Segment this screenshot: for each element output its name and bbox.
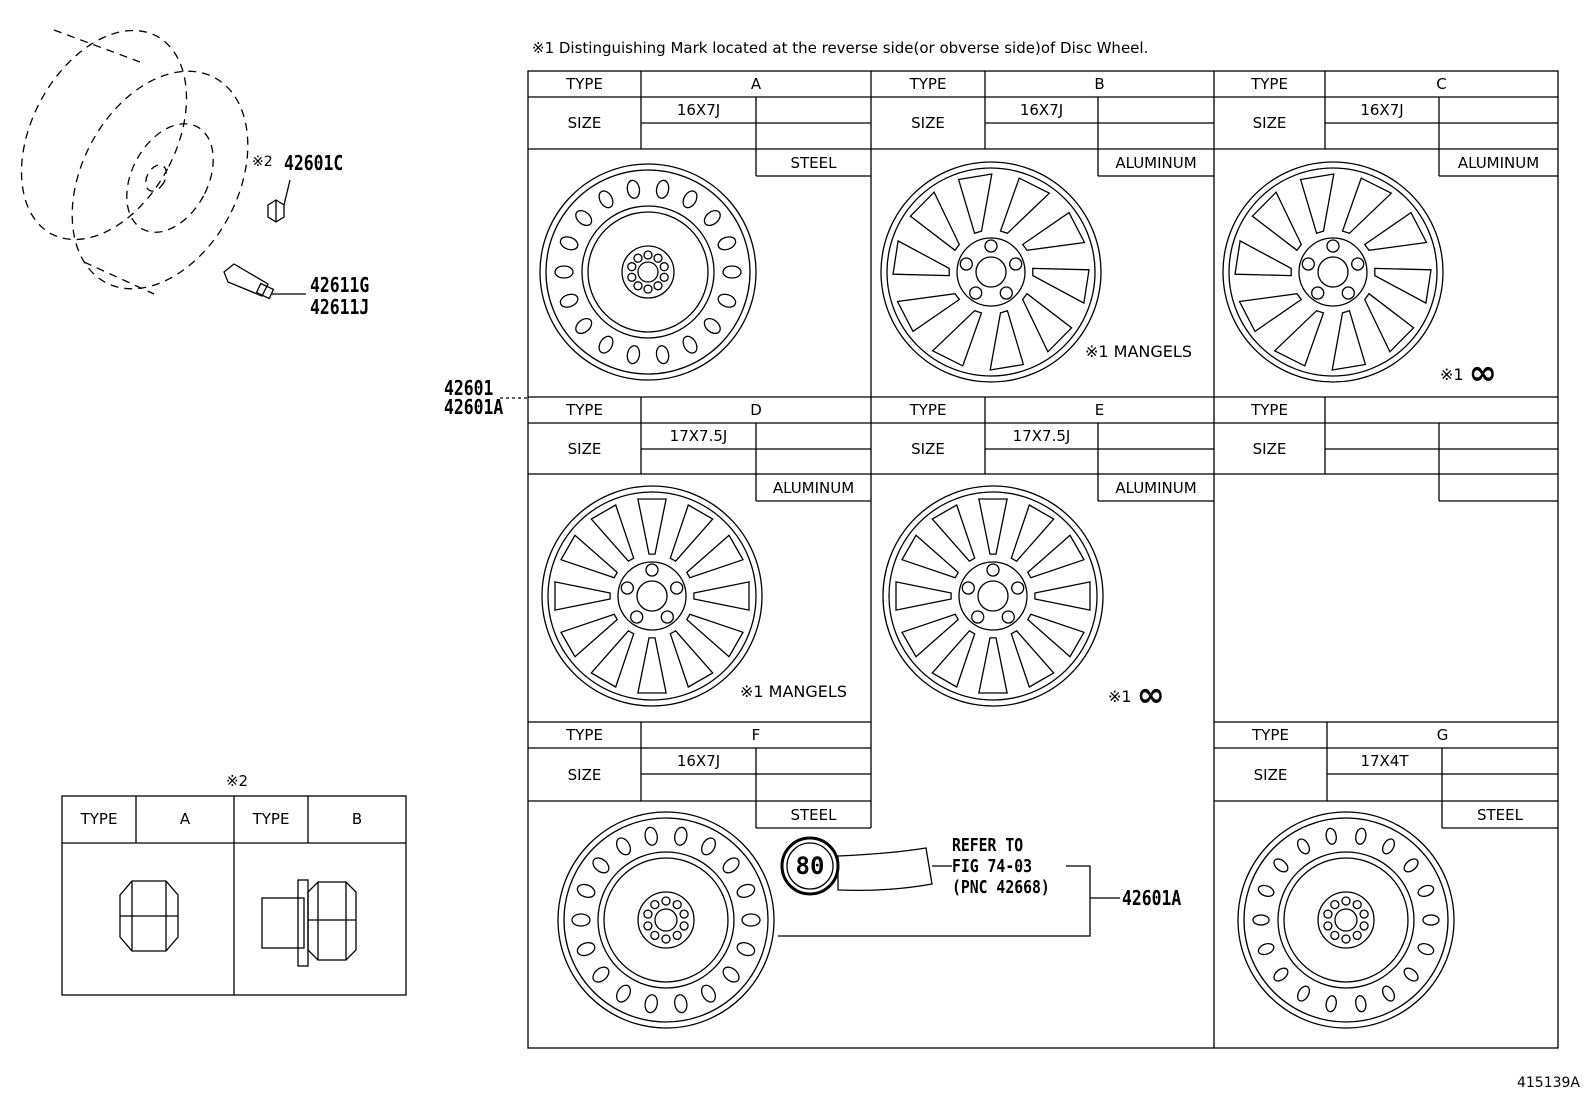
- nut-type-label-b: TYPE: [252, 810, 290, 828]
- exploded-wheel-drawing: [20, 29, 249, 295]
- wheel-type-g: G: [1436, 726, 1449, 744]
- wheel-type-f: F: [751, 726, 761, 744]
- wheel-size-f: 16X7J: [676, 752, 721, 770]
- wheel-type-c: C: [1436, 75, 1447, 93]
- distinguishing-mark-note: ※1 Distinguishing Mark located at the re…: [532, 39, 1149, 57]
- wheel-c-drawing: [1222, 161, 1444, 383]
- wheel-d-drawing: [541, 485, 763, 707]
- diagram-id: 415139A: [1516, 1075, 1580, 1091]
- type-label-d: TYPE: [566, 401, 603, 419]
- part-42601-label[interactable]: 42601: [444, 376, 494, 400]
- wheel-size-b: 16X7J: [1019, 101, 1064, 119]
- lug-nut-small-drawing: [267, 179, 291, 223]
- distinguishing-mark-e: ※1 ∞: [1108, 675, 1165, 715]
- nut-type-value-a: A: [179, 810, 191, 828]
- type-label-e: TYPE: [909, 401, 947, 419]
- wheel-material-c: ALUMINUM: [1457, 153, 1540, 172]
- wheel-material-e: ALUMINUM: [1115, 478, 1197, 497]
- nut-table-ref: ※2: [225, 772, 249, 790]
- wheel-type-d: D: [750, 401, 762, 419]
- row3-headers: [528, 721, 1558, 1048]
- wheel-b-drawing: [880, 161, 1102, 383]
- refer-to-label: REFER TO: [952, 835, 1024, 856]
- type-label-b: TYPE: [909, 75, 947, 93]
- wheel-material-d: ALUMINUM: [772, 478, 855, 497]
- type-label-c: TYPE: [1251, 75, 1288, 93]
- speed-limit-sign: 80: [795, 852, 825, 880]
- type-label-g: TYPE: [1252, 726, 1289, 744]
- size-label-c: SIZE: [1252, 114, 1287, 132]
- part-42611j-label[interactable]: 42611J: [310, 295, 370, 319]
- part-42601c-label[interactable]: 42601C: [284, 151, 344, 175]
- wheel-g-drawing: [1237, 811, 1455, 1029]
- row2-headers: [528, 396, 1558, 502]
- wheel-size-c: 16X7J: [1360, 101, 1404, 119]
- size-label-a: SIZE: [567, 114, 602, 132]
- distinguishing-mark-c: ※1 ∞: [1440, 353, 1497, 393]
- size-label-b: SIZE: [911, 114, 945, 132]
- wheel-material-a: STEEL: [790, 153, 837, 172]
- nut-type-label-a: TYPE: [80, 810, 118, 828]
- wheel-type-e: E: [1094, 401, 1105, 419]
- wheel-type-a: A: [750, 75, 762, 93]
- wheel-material-b: ALUMINUM: [1115, 153, 1197, 172]
- distinguishing-mark-b: ※1 MANGELS: [1085, 342, 1192, 361]
- size-label-d: SIZE: [567, 439, 602, 458]
- wheel-a-drawing: [539, 163, 757, 381]
- wheel-e-drawing: [882, 485, 1104, 707]
- nut-table-drawing: [61, 795, 407, 996]
- valve-stem-drawing: [223, 263, 306, 300]
- wheel-type-b: B: [1094, 75, 1105, 93]
- size-label-f: SIZE: [567, 765, 602, 784]
- type-label-blank: TYPE: [1251, 401, 1288, 419]
- part-42611g-label[interactable]: 42611G: [310, 273, 370, 297]
- type-label-a: TYPE: [566, 75, 603, 93]
- nut-ref-mark: ※2: [252, 154, 273, 170]
- distinguishing-mark-d: ※1 MANGELS: [740, 682, 847, 701]
- refer-pnc-label: (PNC 42668): [952, 877, 1050, 898]
- wheel-f-drawing: [557, 811, 775, 1029]
- spare-part-42601a-label[interactable]: 42601A: [1122, 886, 1182, 910]
- wheel-size-e: 17X7.5J: [1012, 427, 1071, 445]
- wheel-material-g: STEEL: [1477, 805, 1523, 824]
- size-label-g: SIZE: [1253, 765, 1288, 784]
- wheel-size-d: 17X7.5J: [669, 427, 728, 445]
- speed-label-drawing: [778, 836, 1120, 937]
- type-label-f: TYPE: [566, 726, 603, 744]
- wheel-material-f: STEEL: [790, 805, 837, 824]
- refer-fig-label[interactable]: FIG 74-03: [952, 856, 1032, 877]
- size-label-e: SIZE: [911, 439, 945, 458]
- part-42601a-label[interactable]: 42601A: [444, 395, 504, 419]
- wheel-size-a: 16X7J: [676, 101, 721, 119]
- wheel-size-g: 17X4T: [1360, 752, 1409, 770]
- size-label-blank: SIZE: [1252, 439, 1287, 458]
- nut-type-value-b: B: [351, 810, 363, 828]
